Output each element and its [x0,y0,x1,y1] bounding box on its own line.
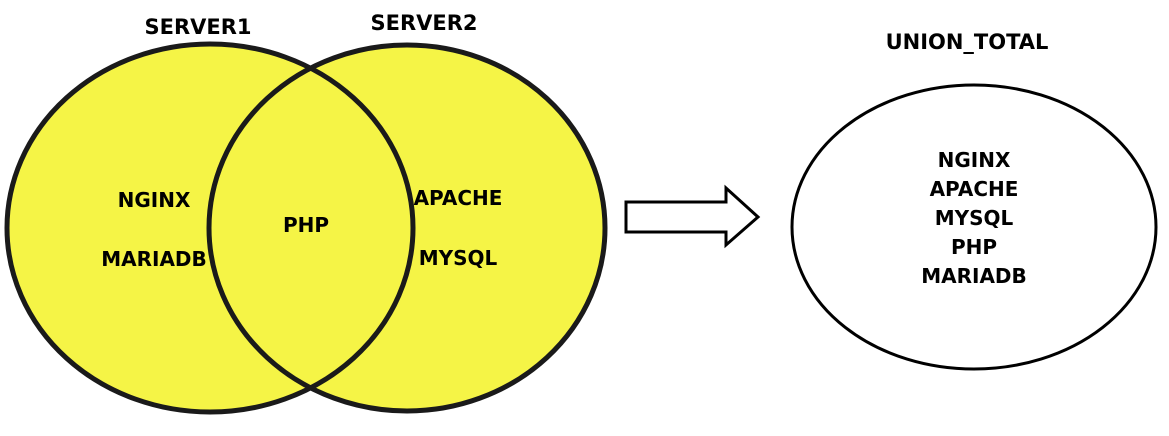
venn-diagram: SERVER1 SERVER2 NGINX MARIADB PHP APACHE… [4,11,608,415]
server1-title: SERVER1 [144,15,251,39]
union-ellipse [790,83,1158,371]
union-item: APACHE [930,177,1019,201]
union-diagram: UNION_TOTAL NGINX APACHE MYSQL PHP MARIA… [790,30,1158,371]
intersection-item: PHP [283,213,329,237]
union-item: NGINX [938,148,1011,172]
server2-item: APACHE [414,186,503,210]
server1-circle [4,41,416,415]
server2-circle [206,42,608,414]
union-title: UNION_TOTAL [886,30,1049,54]
server1-item: MARIADB [101,247,207,271]
union-item: MARIADB [921,264,1027,288]
server2-title: SERVER2 [370,11,477,35]
union-item: MYSQL [935,206,1014,230]
server1-item: NGINX [118,188,191,212]
server2-circle-fill [209,45,605,411]
server2-item: MYSQL [419,246,498,270]
right-arrow-icon [624,184,761,249]
union-item: PHP [951,235,997,259]
